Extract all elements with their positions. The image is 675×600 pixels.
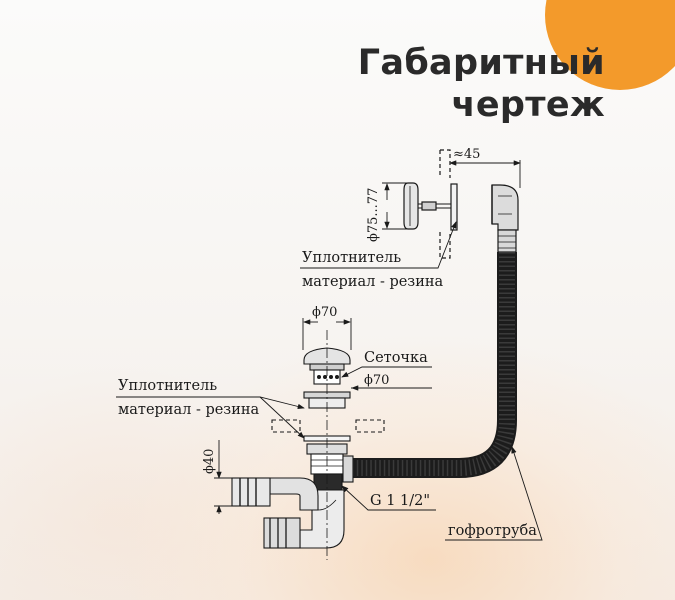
strainer-leader [341,366,432,391]
dimension-75-77-label: ϕ75...77 [366,188,381,242]
thread-label: G 1 1/2" [370,493,430,509]
dimension-70-strainer-label: ϕ70 [364,373,389,388]
dimension-45 [449,160,521,188]
corrugated-hose [352,252,517,478]
page-title-line-1: Габаритный [357,43,605,83]
dimension-70-top-label: ϕ70 [312,305,337,320]
hose-leader [445,446,543,541]
dimension-70-top [302,318,352,350]
dimension-45-label: ≈45 [453,147,480,162]
top-seal-label: Уплотнитель [302,250,401,266]
page-title-line-2: чертеж [451,85,605,125]
left-seal-label: Уплотнитель [118,378,217,394]
left-seal-leader [116,396,305,439]
strainer-label: Сеточка [364,350,428,366]
overflow-assembly [403,149,519,259]
left-seal-material-label: материал - резина [118,402,260,418]
hose-label: гофротруба [448,523,537,539]
dimension-40 [214,440,232,514]
dimension-75-77 [382,182,407,230]
top-seal-material-label: материал - резина [302,274,444,290]
overflow-cover [403,182,419,230]
top-seal-leader [300,221,457,269]
drain-assembly [231,347,385,549]
dimension-40-label: ϕ40 [202,449,217,474]
thread-leader [341,485,436,511]
